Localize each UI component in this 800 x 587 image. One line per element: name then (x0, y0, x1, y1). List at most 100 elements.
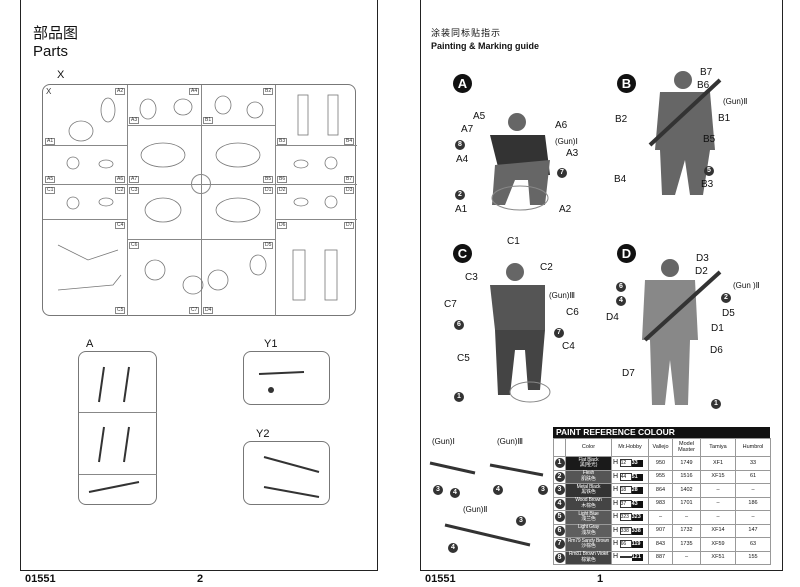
footer-code: 01551 (25, 573, 56, 585)
color-name-en: Wood Brown (575, 497, 602, 504)
part-label: C1 (45, 187, 56, 194)
color-name-en: Light Gray (577, 524, 600, 531)
paint-table-title: PAINT REFERENCE COLOUR (553, 427, 770, 438)
color-name-cn: 木棕色 (581, 502, 596, 509)
color-name-en: Flat Black (578, 456, 599, 463)
sprue-y1 (243, 351, 330, 405)
callout: D1 (711, 323, 724, 334)
callout: D6 (710, 345, 723, 356)
paint-callout: 6 (454, 320, 464, 330)
right-page-border-bottom (420, 570, 783, 571)
sprue-y2 (243, 441, 330, 505)
left-page-border-right (377, 0, 378, 570)
figure-d-badge: D (617, 244, 636, 263)
mr-hobby-h: 66 (619, 540, 632, 549)
figure-a-badge: A (453, 74, 472, 93)
callout: D4 (606, 312, 619, 323)
callout: C5 (457, 353, 470, 364)
figure-b-badge: B (617, 74, 636, 93)
callout: A1 (455, 204, 468, 215)
paint-callout: 1 (454, 392, 464, 402)
callout: D3 (696, 253, 709, 264)
part-label: A2 (115, 88, 126, 95)
part-label: D5 (263, 242, 274, 249)
figure-c-badge: C (453, 244, 472, 263)
part-label: D2 (277, 187, 288, 194)
vallejo-value: 983 (648, 496, 673, 511)
callout: C4 (562, 341, 575, 352)
vallejo-value: 887 (648, 550, 673, 565)
callout: (Gun)Ⅱ (723, 97, 748, 106)
sprue-x: X A2 A1 A3 A4 B2 B1 B3 B4 A5 A6 A7 B5 B6… (42, 84, 357, 316)
mr-hobby-c: 28 (631, 487, 643, 495)
mr-hobby-h: 37 (619, 499, 632, 508)
mr-hobby-h: 323 (619, 513, 632, 522)
mr-hobby-prefix: H (613, 526, 619, 534)
paint-callout: 6 (616, 282, 626, 292)
mr-hobby-c: 33 (631, 460, 643, 468)
paint-number: 4 (554, 498, 565, 509)
paint-callout: 4 (448, 543, 458, 553)
color-name-en: Flesh (582, 470, 595, 477)
humbrol-value: 186 (735, 496, 771, 511)
part-label: C2 (115, 187, 126, 194)
mr-hobby-h: 18 (619, 486, 632, 495)
paint-callout: 8 (455, 140, 465, 150)
callout: A7 (461, 124, 474, 135)
model-master-value: – (672, 550, 701, 565)
paint-callout: 4 (616, 296, 626, 306)
figure-illustrations (490, 71, 722, 405)
part-label: A6 (115, 176, 126, 183)
mr-hobby-c: 51 (631, 473, 643, 481)
mr-hobby-prefix: H (613, 499, 619, 507)
mr-hobby-h: 12 (619, 459, 632, 468)
guide-title-cn: 涂装同标贴指示 (431, 28, 502, 38)
sprue-parts-outlines (57, 94, 339, 301)
callout: C7 (444, 299, 457, 310)
color-name-cn: 棕紫色 (581, 556, 596, 563)
part-label: D1 (263, 187, 274, 194)
humbrol-value: 147 (735, 523, 771, 538)
part-label: A1 (45, 138, 56, 145)
left-page-border (20, 0, 21, 570)
sprue-y2-label: Y2 (256, 428, 270, 440)
tamiya-value: XF51 (700, 550, 736, 565)
color-name-en: Metal Black (576, 483, 601, 490)
callout: D7 (622, 368, 635, 379)
paint-callout: 5 (704, 166, 714, 176)
color-name-cn: 沙棕色 (581, 543, 596, 550)
part-label: A7 (129, 176, 140, 183)
part-label: B6 (277, 176, 288, 183)
callout: A2 (559, 204, 572, 215)
part-label: B5 (263, 176, 274, 183)
paint-number: 2 (554, 471, 565, 482)
vallejo-value: 864 (648, 483, 673, 498)
page-number: 1 (597, 573, 604, 585)
part-label: C6 (129, 242, 140, 249)
callout: B4 (614, 174, 627, 185)
paint-number: 3 (554, 485, 565, 496)
callout: A5 (473, 111, 486, 122)
part-label: B4 (344, 138, 355, 145)
humbrol-value: – (735, 483, 771, 498)
humbrol-value: 61 (735, 469, 771, 484)
part-label: B1 (203, 117, 214, 124)
paint-callout: 3 (538, 485, 548, 495)
mr-hobby-c: 323 (631, 514, 643, 522)
callout: C1 (507, 236, 520, 247)
right-page-border-right (782, 0, 783, 570)
callout: (Gun)Ⅰ (555, 137, 578, 146)
callout: B5 (703, 134, 716, 145)
gun-1-label: (Gun)Ⅰ (432, 437, 455, 446)
gun-3-label: (Gun)Ⅲ (497, 437, 523, 446)
paint-number: 8 (554, 552, 565, 563)
color-name-en: Light Blue (578, 510, 599, 517)
callout: B1 (718, 113, 731, 124)
paint-callout: 3 (516, 516, 526, 526)
